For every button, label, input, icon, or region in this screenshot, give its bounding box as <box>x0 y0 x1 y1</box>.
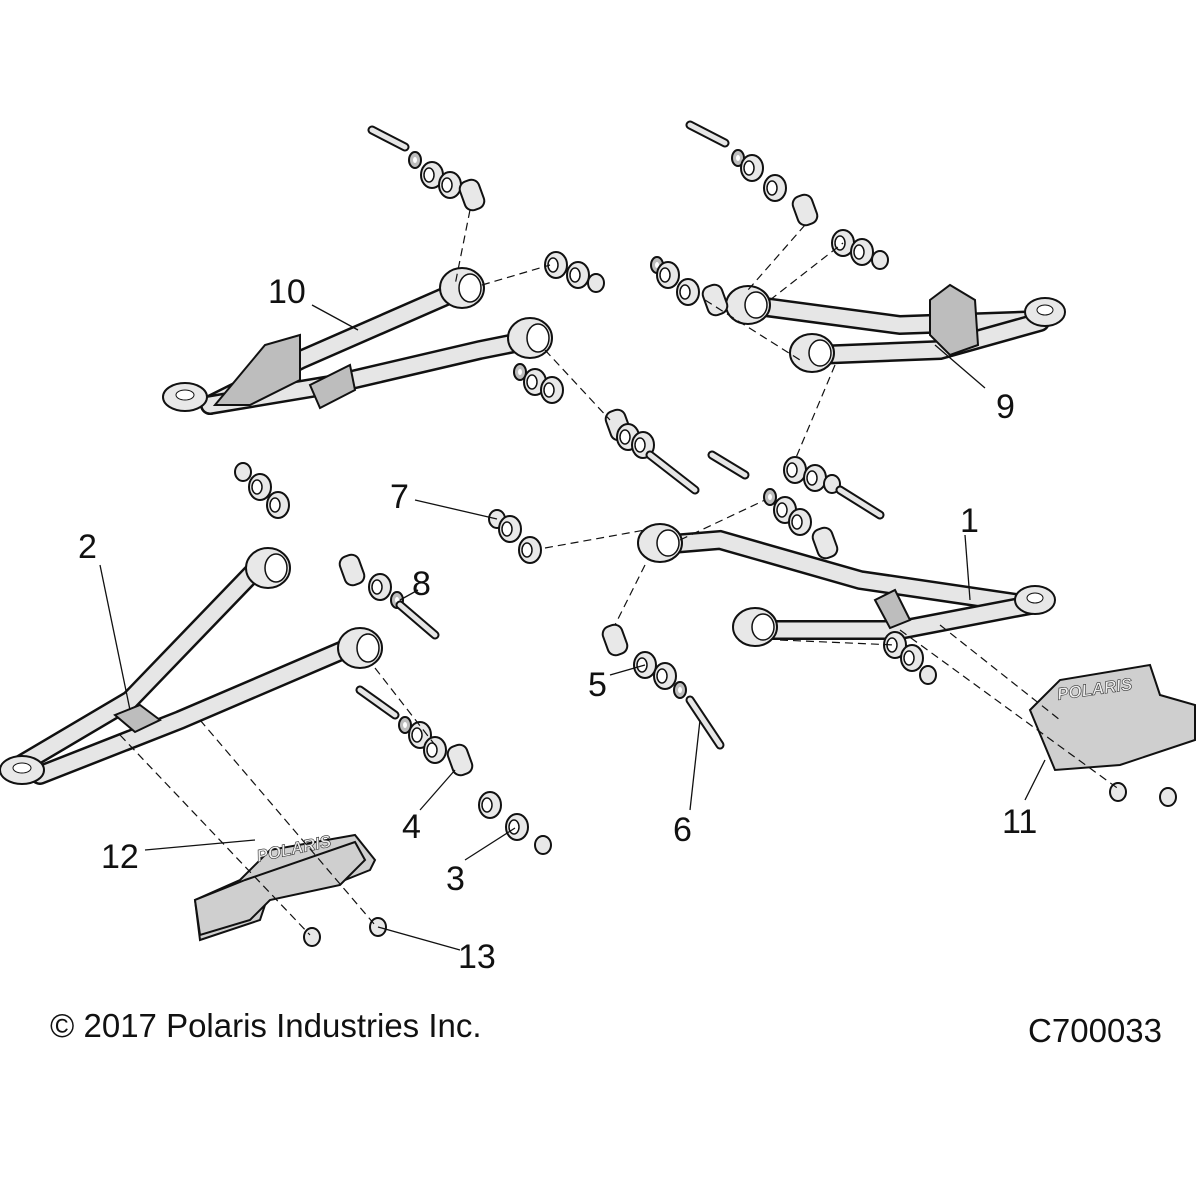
callout-2: 2 <box>78 528 97 566</box>
callout-9: 9 <box>996 388 1015 426</box>
callout-5: 5 <box>588 666 607 704</box>
callout-13: 13 <box>458 938 496 976</box>
callout-11: 11 <box>1002 803 1037 841</box>
alignment-lines <box>119 209 1121 936</box>
upper-a-arm-right <box>725 283 1066 373</box>
upper-a-arm-left <box>162 267 553 415</box>
callout-1: 1 <box>960 502 979 540</box>
callout-10: 10 <box>268 273 306 311</box>
callout-12: 12 <box>101 838 139 876</box>
callout-3: 3 <box>446 860 465 898</box>
callout-7: 7 <box>390 478 409 516</box>
skid-plate-left: POLARIS <box>193 831 377 942</box>
skid-plate-right: POLARIS <box>1028 663 1196 772</box>
hardware <box>234 120 1177 947</box>
lower-a-arm-right <box>637 523 1056 647</box>
callouts: 1 2 3 4 5 6 7 8 9 10 11 12 13 <box>78 273 1037 976</box>
callout-6: 6 <box>673 811 692 849</box>
diagram-code: C700033 <box>1028 1012 1162 1049</box>
copyright-text: © 2017 Polaris Industries Inc. <box>50 1007 482 1044</box>
leader-lines <box>99 304 1046 951</box>
callout-4: 4 <box>402 808 421 846</box>
lower-a-arm-left <box>0 547 383 785</box>
callout-8: 8 <box>412 565 431 603</box>
